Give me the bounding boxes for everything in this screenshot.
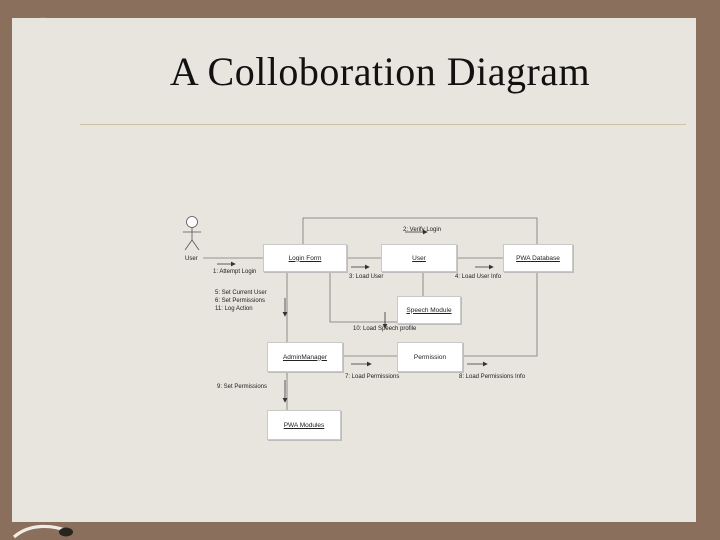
pwa-database-object: PWA Database [503,244,573,272]
message-3: 3: Load User [349,274,383,282]
message-7: 7: Load Permissions [345,374,399,382]
collaboration-diagram: User Login Form User PWA Database Speech… [175,212,595,452]
pwa-modules-label: PWA Modules [284,422,325,429]
speech-module-label: Speech Module [406,307,451,314]
permission-label: Permission [414,354,446,361]
admin-manager-object: AdminManager [267,342,343,372]
speech-module-object: Speech Module [397,296,461,324]
message-4: 4: Load User Info [455,274,501,282]
message-1: 1: Attempt Login [213,269,256,277]
admin-manager-label: AdminManager [283,354,327,361]
message-5: 5: Set Current User [215,290,267,298]
login-form-label: Login Form [289,255,322,262]
message-8: 8: Load Permissions Info [459,374,525,382]
slide-title: A Colloboration Diagram [80,48,680,95]
message-9: 9: Set Permissions [217,384,267,392]
message-6: 6: Set Permissions [215,298,265,306]
title-divider [80,124,686,125]
message-2: 2: Verify Login [403,227,441,235]
spiral-hole [59,528,73,537]
message-10: 10: Load Speech profile [353,326,416,334]
user-actor-icon [179,216,205,254]
pwa-database-label: PWA Database [516,255,560,262]
user-object: User [381,244,457,272]
login-form-object: Login Form [263,244,347,272]
user-object-label: User [412,255,426,262]
pwa-modules-object: PWA Modules [267,410,341,440]
message-11: 11: Log Action [215,306,253,314]
permission-object: Permission [397,342,463,372]
actor-label: User [185,256,198,264]
